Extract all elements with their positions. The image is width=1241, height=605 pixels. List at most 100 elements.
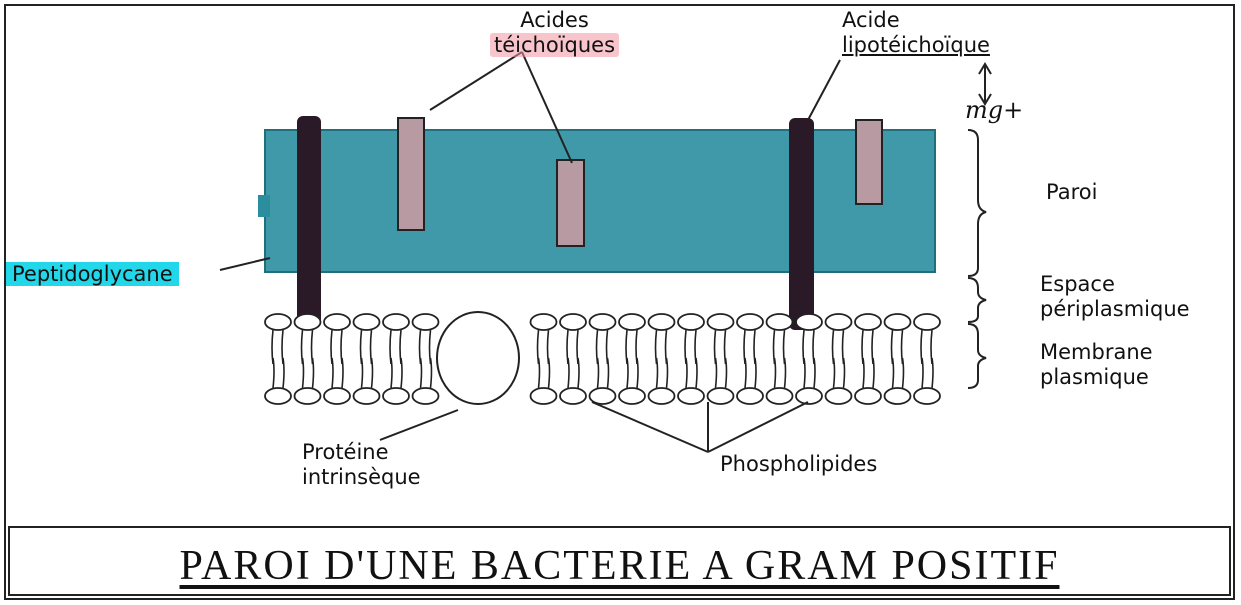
lipid-head xyxy=(354,314,380,330)
lipid-head xyxy=(649,388,675,404)
lipid-tail xyxy=(726,358,727,388)
lipid-tail xyxy=(608,358,609,388)
lipid-tail xyxy=(332,358,333,388)
membrane-label-line2: plasmique xyxy=(1040,365,1149,389)
lipid-tail xyxy=(372,358,373,388)
lipid-tail xyxy=(844,358,845,388)
teichoic-label-line1: Acides xyxy=(520,8,589,32)
lipid-tail xyxy=(313,358,314,388)
lipid-tail xyxy=(283,358,284,388)
lipid-head xyxy=(855,314,881,330)
lipid-head xyxy=(796,388,822,404)
phospholipid-bilayer xyxy=(265,314,940,404)
proteine-label-line1: Protéine xyxy=(302,440,389,464)
lipid-tail xyxy=(814,358,815,388)
lipid-head xyxy=(295,388,321,404)
lipid-head xyxy=(885,388,911,404)
lipid-head xyxy=(619,314,645,330)
lipid-head xyxy=(413,388,439,404)
lipid-head xyxy=(914,388,940,404)
title-box: PAROI D'UNE BACTERIE A GRAM POSITIF xyxy=(8,526,1231,596)
lipid-head xyxy=(767,388,793,404)
lipid-tail xyxy=(637,358,638,388)
lipid-head xyxy=(413,314,439,330)
lipid-head xyxy=(324,314,350,330)
lipid-head xyxy=(354,388,380,404)
lipid-tail xyxy=(686,358,687,388)
proteine-intrinseque-label: Protéine intrinsèque xyxy=(302,440,421,490)
phospholipides-label: Phospholipides xyxy=(720,452,877,477)
lipid-head xyxy=(265,314,291,330)
peptidoglycane-label: Peptidoglycane xyxy=(6,262,179,287)
lipid-tail xyxy=(834,358,835,388)
lipid-head xyxy=(767,314,793,330)
lipid-head xyxy=(531,314,557,330)
lipid-head xyxy=(678,314,704,330)
espace-label-line2: périplasmique xyxy=(1040,297,1190,321)
lipid-head xyxy=(678,388,704,404)
lipid-tail xyxy=(421,358,422,388)
lipid-head xyxy=(560,388,586,404)
lipid-head xyxy=(826,388,852,404)
magnesium-ion-label: mg+ xyxy=(965,96,1023,124)
lipid-head xyxy=(324,388,350,404)
lipid-tail xyxy=(873,358,874,388)
paroi-label: Paroi xyxy=(1046,180,1097,205)
membrane-label-line1: Membrane xyxy=(1040,340,1153,364)
lipid-tail xyxy=(775,358,776,388)
lipid-tail xyxy=(391,358,392,388)
lipid-tail xyxy=(785,358,786,388)
lipid-tail xyxy=(755,358,756,388)
lipid-tail xyxy=(667,358,668,388)
lipid-tail xyxy=(627,358,628,388)
lipid-tail xyxy=(657,358,658,388)
lipid-head xyxy=(265,388,291,404)
lipid-tail xyxy=(804,358,805,388)
lipid-tail xyxy=(598,358,599,388)
lipid-head xyxy=(737,314,763,330)
lipid-tail xyxy=(568,358,569,388)
lipid-head xyxy=(885,314,911,330)
intrinsic-protein xyxy=(437,312,519,404)
lipid-head xyxy=(826,314,852,330)
lipid-tail xyxy=(893,358,894,388)
teichoic-acid-2 xyxy=(557,160,584,246)
lipid-head xyxy=(796,314,822,330)
lipoteichoic-acid-label: Acide lipotéichoïque xyxy=(842,8,990,58)
lipid-head xyxy=(737,388,763,404)
lipoteichoic-acid-2 xyxy=(789,118,814,330)
lipid-tail xyxy=(745,358,746,388)
lipid-tail xyxy=(922,358,923,388)
proteine-label-line2: intrinsèque xyxy=(302,465,421,489)
figure-title: PAROI D'UNE BACTERIE A GRAM POSITIF xyxy=(10,542,1229,590)
lipid-tail xyxy=(401,358,402,388)
lipoteichoic-label-line1: Acide xyxy=(842,8,900,32)
teichoic-acids-label: Acides téichoïques xyxy=(490,8,619,58)
lipid-tail xyxy=(431,358,432,388)
lipid-head xyxy=(708,388,734,404)
lipid-tail xyxy=(716,358,717,388)
lipid-head xyxy=(914,314,940,330)
teichoic-label-line2: téichoïques xyxy=(490,33,619,57)
lipid-head xyxy=(649,314,675,330)
lipid-head xyxy=(560,314,586,330)
peptidoglycane-text: Peptidoglycane xyxy=(6,262,179,286)
lipid-head xyxy=(383,314,409,330)
peptidoglycan-layer xyxy=(265,130,935,272)
espace-periplasmique-label: Espace périplasmique xyxy=(1040,272,1190,322)
lipid-tail xyxy=(539,358,540,388)
lipid-tail xyxy=(273,358,274,388)
lipid-tail xyxy=(578,358,579,388)
lipid-head xyxy=(531,388,557,404)
lipid-tail xyxy=(903,358,904,388)
lipid-tail xyxy=(549,358,550,388)
lipid-tail xyxy=(362,358,363,388)
lipid-head xyxy=(855,388,881,404)
lipid-tail xyxy=(342,358,343,388)
lipid-head xyxy=(619,388,645,404)
teichoic-acid-1 xyxy=(398,118,424,230)
lipid-tail xyxy=(932,358,933,388)
teichoic-acid-3 xyxy=(856,120,882,204)
lipoteichoic-acid-1 xyxy=(297,116,321,328)
espace-label-line1: Espace xyxy=(1040,272,1115,296)
